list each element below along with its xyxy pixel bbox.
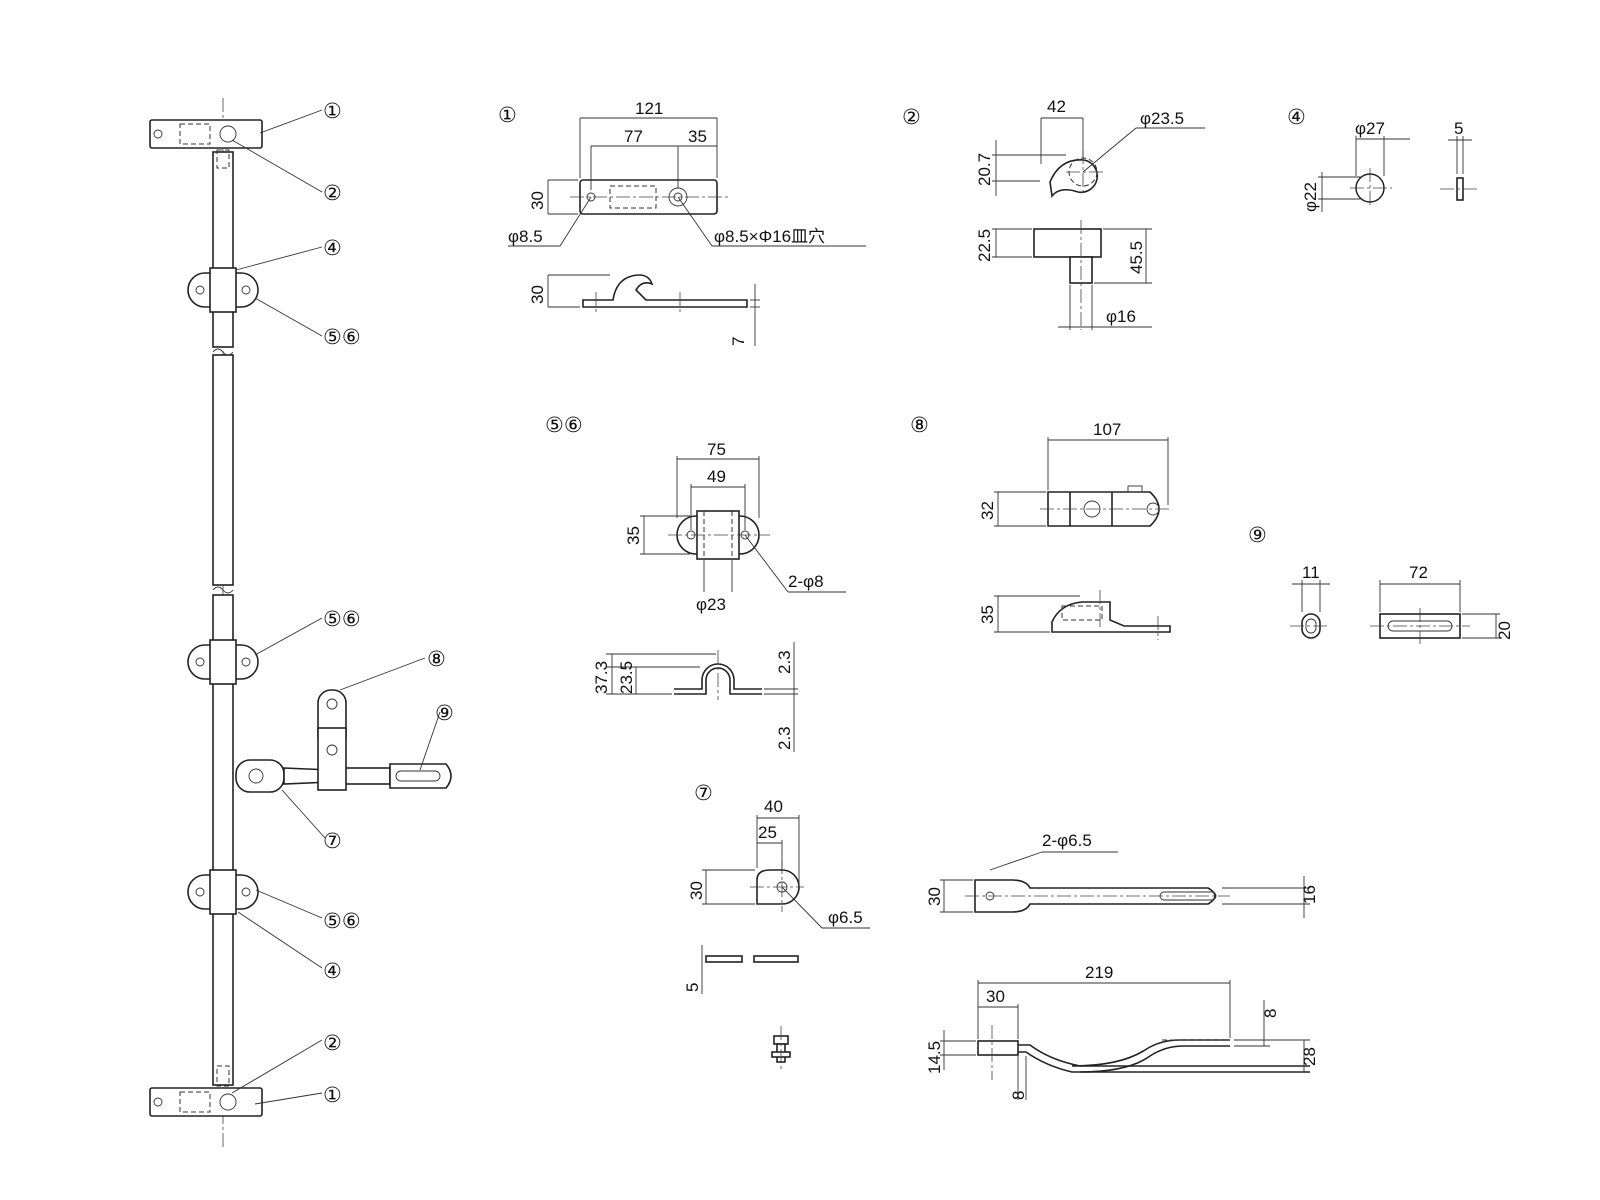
part-7-dim-30: 30 xyxy=(687,881,706,900)
part-56-dim-35: 35 xyxy=(624,526,643,545)
part-9-dim-20: 20 xyxy=(1495,621,1514,640)
handle-dim-16: 16 xyxy=(1300,885,1319,904)
assembly-callouts: ① ② ④ ⑤⑥ ⑤⑥ ⑧ ⑨ ⑦ ⑤⑥ ④ ② ① xyxy=(323,100,454,1107)
part-8-label: ⑧ xyxy=(910,414,929,437)
handle-dim-28: 28 xyxy=(1300,1047,1319,1066)
part-7-label: ⑦ xyxy=(694,782,713,805)
part-2-dim-42: 42 xyxy=(1047,97,1066,116)
part-2-dim-20-7: 20.7 xyxy=(975,153,994,186)
part-1-hole-countersunk: φ8.5×Φ16皿穴 xyxy=(714,227,825,246)
part-2-label: ② xyxy=(902,106,921,129)
part-56-dim-2-3-bottom: 2.3 xyxy=(775,726,794,750)
callout-8: ⑧ xyxy=(427,648,446,671)
part-4-detail: ④ φ27 φ22 5 xyxy=(1287,106,1480,212)
part-7-dim-5: 5 xyxy=(683,983,702,992)
part-8-dim-107: 107 xyxy=(1093,420,1121,439)
part-2-dia-16: φ16 xyxy=(1106,307,1136,326)
part-8-detail: ⑧ 107 32 35 xyxy=(910,414,1172,640)
callout-4-bottom: ④ xyxy=(323,960,342,983)
part-56-dim-49: 49 xyxy=(707,467,726,486)
handle-holes: 2-φ6.5 xyxy=(1042,831,1092,850)
part-7-dia-6-5: φ6.5 xyxy=(828,908,863,927)
callout-9: ⑨ xyxy=(435,702,454,725)
part-1-dim-35: 35 xyxy=(688,127,707,146)
part-8-dim-32: 32 xyxy=(978,501,997,520)
part-2-dia-23-5: φ23.5 xyxy=(1140,109,1184,128)
part-9-detail: ⑨ 11 72 20 xyxy=(1248,524,1514,644)
part-7-handle-detail: 2-φ6.5 30 16 219 30 8 14.5 xyxy=(925,831,1319,1100)
callout-2-bottom: ② xyxy=(323,1032,342,1055)
handle-dim-219: 219 xyxy=(1085,963,1113,982)
callout-7: ⑦ xyxy=(323,830,342,853)
handle-dim-30-side: 30 xyxy=(986,987,1005,1006)
part-56-detail: ⑤⑥ 75 49 35 φ23 2-φ8 xyxy=(545,414,846,752)
callout-56-mid: ⑤⑥ xyxy=(323,608,361,631)
part-4-dim-5: 5 xyxy=(1454,119,1463,138)
handle-dim-14-5: 14.5 xyxy=(925,1041,944,1074)
handle-dim-30-top: 30 xyxy=(925,887,944,906)
part-56-label: ⑤⑥ xyxy=(545,414,583,437)
callout-56-top: ⑤⑥ xyxy=(323,326,361,349)
part-4-dia-27: φ27 xyxy=(1355,119,1385,138)
part-1-label: ① xyxy=(498,104,517,127)
part-4-label: ④ xyxy=(1287,106,1306,129)
callout-4-top: ④ xyxy=(323,237,342,260)
part-56-dim-37-3: 37.3 xyxy=(592,661,611,694)
part-56-dia-23: φ23 xyxy=(696,595,726,614)
part-56-dim-23-5: 23.5 xyxy=(617,661,636,694)
callout-1-top: ① xyxy=(323,100,342,123)
part-7-dim-25: 25 xyxy=(758,823,777,842)
part-9-dim-11: 11 xyxy=(1302,563,1320,582)
part-1-dim-77: 77 xyxy=(624,127,643,146)
part-1-dim-7: 7 xyxy=(729,337,748,346)
callout-56-bottom: ⑤⑥ xyxy=(323,910,361,933)
part-8-dim-35: 35 xyxy=(978,605,997,624)
part-7-detail: ⑦ 40 25 30 φ6.5 5 xyxy=(683,782,870,1072)
callout-2-top: ② xyxy=(323,182,342,205)
callout-leaders xyxy=(231,109,441,1105)
part-2-dim-22-5: 22.5 xyxy=(975,229,994,262)
assembly-view xyxy=(149,98,452,1150)
part-1-dim-30-side: 30 xyxy=(528,285,547,304)
callout-1-bottom: ① xyxy=(323,1084,342,1107)
part-1-hole-small: φ8.5 xyxy=(508,227,543,246)
part-2-detail: ② 42 φ23.5 20.7 22.5 45.5 φ16 xyxy=(902,97,1205,330)
part-4-dia-22: φ22 xyxy=(1301,182,1320,212)
part-2-dim-45-5: 45.5 xyxy=(1127,241,1146,274)
part-1-detail: ① 121 77 35 30 φ8.5 φ8.5×Φ16皿穴 xyxy=(498,99,866,346)
part-9-label: ⑨ xyxy=(1248,524,1267,547)
part-1-dim-30-top: 30 xyxy=(528,191,547,210)
handle-dim-8-bottom: 8 xyxy=(1009,1091,1028,1100)
part-56-holes: 2-φ8 xyxy=(788,572,824,591)
part-56-dim-75: 75 xyxy=(707,440,726,459)
part-7-dim-40: 40 xyxy=(764,797,783,816)
part-9-dim-72: 72 xyxy=(1409,563,1428,582)
part-56-dim-2-3-top: 2.3 xyxy=(775,650,794,674)
part-1-dim-121: 121 xyxy=(635,99,663,118)
handle-dim-8-top: 8 xyxy=(1261,1009,1280,1018)
